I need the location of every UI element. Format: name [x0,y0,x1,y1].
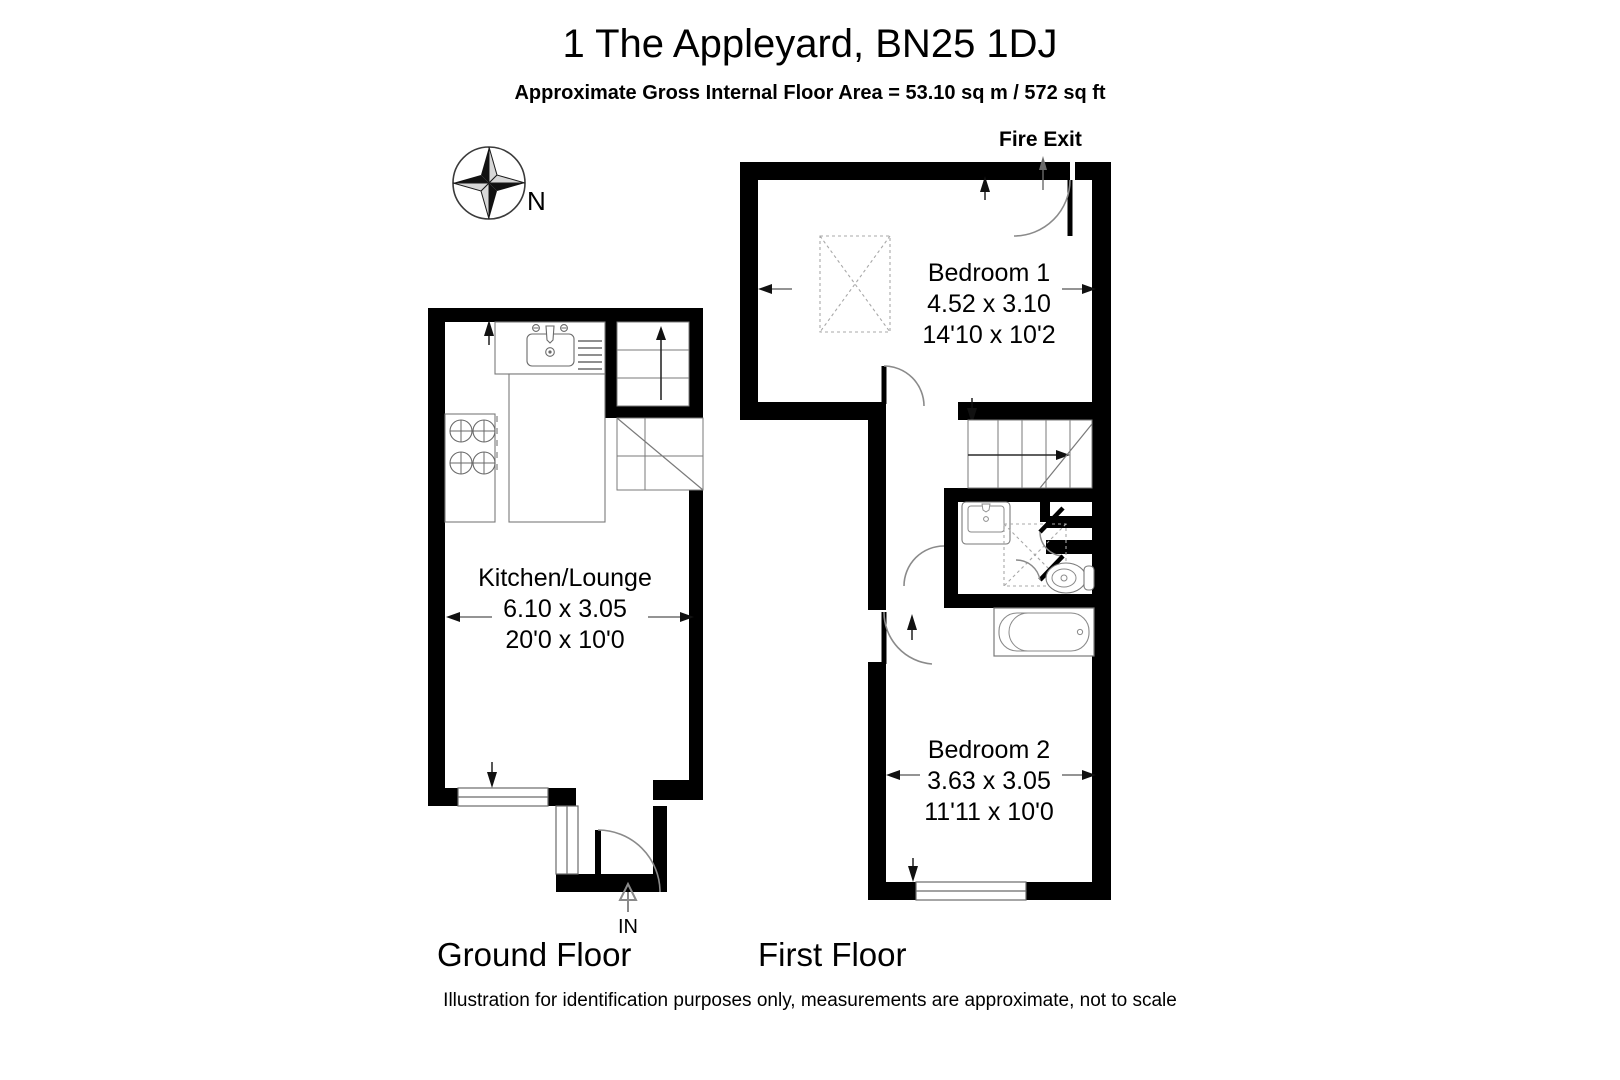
wall-right-first [1092,162,1111,900]
room-label-bedroom-1: Bedroom 1 4.52 x 3.10 14'10 x 10'2 [866,258,1112,350]
door-arrow-indicator-bed2 [907,614,917,640]
wall-hall-left-lower [868,662,886,900]
window-arrow-indicator-bed2 [908,858,918,882]
room-name-bedroom-1: Bedroom 1 [927,259,1051,287]
wall-stair-stub [605,406,691,418]
page-title: 1 The Appleyard, BN25 1DJ [562,22,1058,66]
tap-icon [532,324,568,344]
window-arrow-indicator-ground-bottom [487,762,497,788]
compass-north-label: N [527,186,546,216]
dimension-arrow-bed1 [758,284,1096,294]
wall-right-lower-ground [689,490,703,800]
wall-bathroom-left [944,488,958,606]
dimension-arrow-kitchen [446,612,694,622]
wall-bottom-left-ground [428,788,458,806]
bedroom1-door-icon [881,365,925,407]
bathroom-door-icon [903,545,945,587]
wall-nib-bathroom-a [1040,502,1050,522]
room-dim-imperial-bedroom-2: 11'11 x 10'0 [924,797,1054,826]
bedroom2-door-icon [881,611,933,665]
fire-exit-arrow-icon [1039,156,1047,190]
room-dim-imperial-kitchen-lounge: 20'0 x 10'0 [505,625,625,654]
window-arrow-indicator-bed1-top [980,176,990,200]
window-arrow-indicator-ground-top [484,320,494,345]
wall-vestibule-bottom-right [586,874,656,892]
bath-icon [993,607,1095,657]
wall-bed1-bottom-right [958,402,1092,420]
fire-exit-door-icon [1013,179,1073,237]
wall-top-first [740,162,1070,180]
ground-floor-plan [428,308,704,912]
entrance-in-arrow-icon [618,881,638,912]
room-dim-metric-bedroom-2: 3.63 x 3.05 [927,766,1051,795]
dimension-arrow-bed2 [886,770,1096,780]
hob-icon [449,416,498,475]
wall-bottom-mid-ground [548,788,576,808]
staircase-icon-first [967,419,1093,489]
wall-vestibule-bottom-left [556,874,586,892]
wall-left-bed1 [740,162,758,420]
room-name-kitchen-lounge: Kitchen/Lounge [478,564,652,592]
wall-hall-left-upper [868,402,886,610]
window-icon-bed2 [915,881,1027,901]
wall-stair-partition [605,322,617,418]
room-dim-imperial-bedroom-1: 14'10 x 10'2 [922,320,1056,349]
first-floor-label: First Floor [758,936,907,973]
wall-vestibule-right-top [653,780,703,800]
wall-nib-bathroom-b [1046,516,1092,528]
door-arrow-indicator-bed1 [967,398,977,424]
compass-rose-icon [452,146,526,220]
ground-floor-label: Ground Floor [437,936,632,973]
wall-nib-bathroom-c [1046,540,1092,554]
wall-bottom-left-bed2 [868,882,916,900]
floor-area-subtitle: Approximate Gross Internal Floor Area = … [514,82,1106,104]
room-dim-metric-kitchen-lounge: 6.10 x 3.05 [503,594,627,623]
room-dim-metric-bedroom-1: 4.52 x 3.10 [927,289,1051,318]
disclaimer-text: Illustration for identification purposes… [443,990,1177,1011]
wc-icon [1045,562,1095,594]
window-icon-vestibule [555,805,579,875]
wash-basin-icon [961,501,1011,545]
kitchen-units-icon [444,321,606,523]
room-label-bedroom-2: Bedroom 2 3.63 x 3.05 11'11 x 10'0 [866,735,1112,827]
wall-left-ground [428,308,445,800]
wall-bathroom-top [944,488,1092,502]
wall-bed1-bottom-left [740,402,886,420]
wall-bottom-right-bed2 [1026,882,1092,900]
fire-exit-label: Fire Exit [999,128,1082,151]
wall-top-ground [428,308,703,322]
first-floor-plan [740,156,1111,901]
wall-bathroom-bottom [944,594,1092,608]
wardrobe-icon [819,235,891,333]
room-name-bedroom-2: Bedroom 2 [927,736,1051,764]
entrance-door-icon [595,829,661,893]
window-icon-ground-bottom [457,787,549,807]
room-label-kitchen-lounge: Kitchen/Lounge 6.10 x 3.05 20'0 x 10'0 [442,563,688,655]
entrance-in-label: IN [618,916,638,938]
vestibule-gap [548,806,556,874]
drainer-icon [578,340,602,370]
staircase-icon-ground [616,321,704,491]
